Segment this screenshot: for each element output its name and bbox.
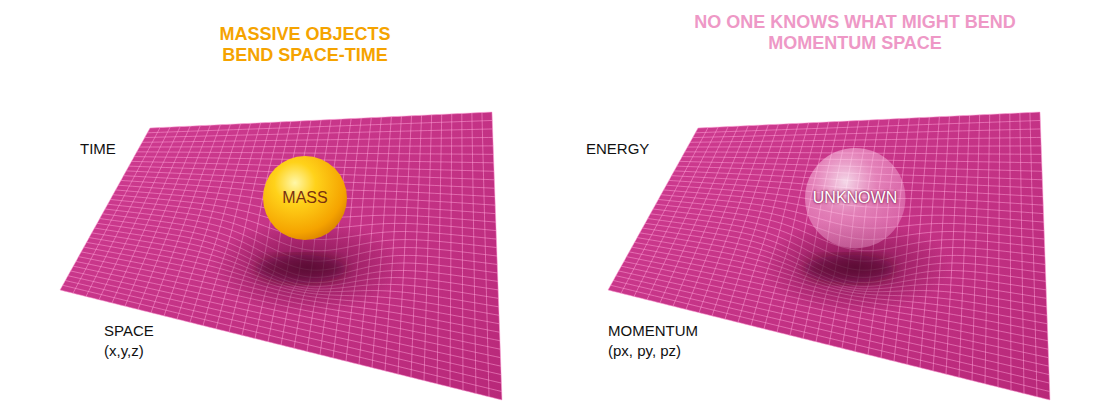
heading: MASSIVE OBJECTS BEND SPACE-TIME — [200, 24, 410, 66]
sphere-label: MASS — [282, 189, 327, 207]
grid-line — [1010, 113, 1011, 390]
grid-line — [959, 115, 970, 377]
sphere-label-area: UNKNOWN — [805, 148, 905, 248]
sphere-shadow — [803, 255, 895, 283]
grid-line — [398, 116, 412, 374]
mass-sphere: MASS — [263, 156, 347, 240]
surface-fill — [608, 112, 1050, 400]
axis-label: ENERGY — [586, 138, 649, 159]
grid-line — [462, 113, 463, 390]
sphere-label-area: MASS — [263, 156, 347, 240]
axis-label: SPACE — [104, 320, 154, 341]
heading: NO ONE KNOWS WHAT MIGHT BEND MOMENTUM SP… — [665, 12, 1045, 54]
unknown-sphere: UNKNOWN — [805, 148, 905, 248]
axis-label: TIME — [80, 138, 116, 159]
grid-line — [946, 116, 960, 374]
axis-label: (x,y,z) — [104, 340, 144, 361]
grid-line — [437, 114, 442, 383]
grid-surface — [608, 112, 1050, 400]
grid-surface — [60, 112, 502, 400]
grid-line — [1040, 112, 1050, 400]
sphere-body — [805, 148, 905, 248]
grid-line — [482, 112, 489, 396]
grid-line — [972, 115, 980, 381]
grid-line — [1020, 113, 1024, 394]
grid-line — [1030, 112, 1037, 396]
grid-line — [985, 114, 990, 383]
grid-line — [492, 112, 502, 400]
grid-line — [424, 115, 432, 381]
grid-line — [411, 115, 422, 377]
axis-label: MOMENTUM — [608, 320, 698, 341]
grid-line — [472, 113, 476, 394]
grid-line — [60, 128, 150, 290]
surface-fill — [60, 112, 502, 400]
sphere-label: UNKNOWN — [813, 189, 897, 207]
sphere-body — [263, 156, 347, 240]
grid-line — [450, 114, 452, 387]
axis-label: (px, py, pz) — [608, 340, 681, 361]
grid-line — [998, 114, 1000, 387]
sphere-shadow — [255, 255, 347, 283]
